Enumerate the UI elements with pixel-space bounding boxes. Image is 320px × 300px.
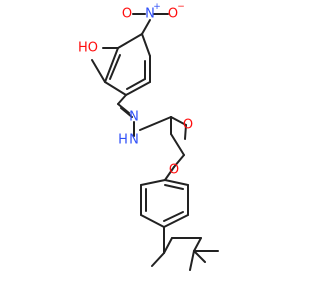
molecule-stage: HO N + O − O N N H O O bbox=[78, 2, 219, 271]
bond bbox=[164, 179, 189, 186]
bond bbox=[91, 59, 106, 83]
bond bbox=[163, 214, 189, 228]
hydrazide-n-label: N bbox=[129, 133, 139, 148]
ether-o-label: O bbox=[169, 163, 179, 178]
nitro-o-left-label: O bbox=[122, 7, 132, 22]
lower-ring bbox=[140, 179, 189, 228]
bond bbox=[125, 81, 151, 96]
bond bbox=[163, 211, 184, 222]
bond bbox=[164, 166, 175, 181]
nitro-o-top-charge: − bbox=[177, 2, 185, 12]
bond bbox=[193, 250, 206, 263]
bond bbox=[117, 94, 127, 105]
bond bbox=[151, 252, 165, 267]
bond bbox=[104, 47, 119, 83]
bond bbox=[117, 103, 130, 114]
bond bbox=[120, 107, 133, 118]
bond bbox=[140, 214, 165, 228]
bond bbox=[104, 81, 127, 96]
bond bbox=[184, 124, 187, 140]
bond bbox=[141, 19, 151, 35]
bond bbox=[163, 237, 173, 254]
nitro-n-label: N bbox=[145, 7, 155, 22]
nitro-n-charge: + bbox=[153, 2, 161, 12]
hydroxyl-label: HO bbox=[78, 41, 98, 56]
bond bbox=[126, 78, 146, 90]
bond bbox=[193, 237, 202, 252]
bond bbox=[117, 33, 143, 49]
bond bbox=[140, 179, 166, 186]
bond bbox=[173, 154, 185, 168]
chemical-structure: HO N + O − O N N H O O bbox=[78, 2, 219, 271]
hydrazide-h-label: H bbox=[118, 133, 128, 148]
bond bbox=[139, 116, 172, 131]
bond bbox=[109, 54, 121, 80]
bond bbox=[170, 133, 185, 156]
carbonyl-o-label: O bbox=[183, 118, 193, 133]
upper-ring bbox=[104, 33, 151, 96]
bond bbox=[170, 116, 187, 126]
imine-n-label: N bbox=[129, 110, 139, 125]
bond bbox=[189, 250, 195, 271]
bond bbox=[141, 33, 151, 57]
nitro-o-top-label: O bbox=[168, 7, 178, 22]
bond bbox=[164, 184, 184, 190]
